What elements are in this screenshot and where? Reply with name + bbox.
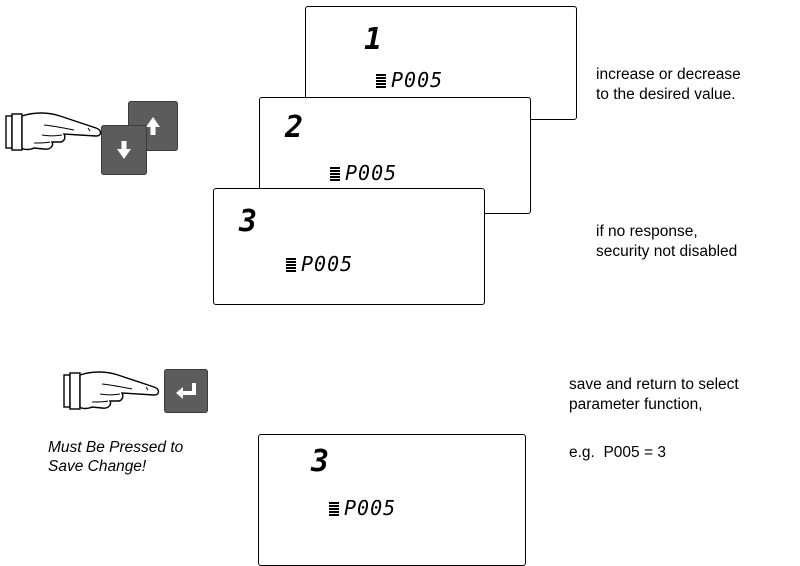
save-note-line1: save and return to select: [569, 376, 739, 393]
lcd-parameter: P005: [330, 162, 397, 184]
lcd-digit: 1: [364, 22, 383, 57]
save-note-line2: parameter function,: [569, 396, 703, 413]
lcd-display-result: 3 P005: [258, 434, 526, 566]
save-note: save and return to select parameter func…: [569, 375, 739, 415]
save-caption: Must Be Pressed to Save Change!: [48, 438, 183, 476]
security-note: if no response, security not disabled: [596, 222, 737, 262]
lcd-digit: 3: [311, 444, 330, 479]
segment-bars-icon: [329, 502, 339, 516]
lcd-digit: 2: [285, 110, 304, 145]
lcd-parameter: P005: [286, 253, 353, 275]
security-note-line1: if no response,: [596, 223, 698, 240]
enter-key[interactable]: [164, 369, 208, 413]
arrow-up-icon: [146, 117, 160, 135]
adjust-note-line1: increase or decrease: [596, 66, 741, 83]
adjust-note: increase or decrease to the desired valu…: [596, 65, 741, 105]
segment-bars-icon: [376, 74, 386, 88]
example-text: e.g. P005 = 3: [569, 444, 666, 461]
pointing-hand-icon: [4, 106, 108, 161]
security-note-line2: security not disabled: [596, 243, 738, 260]
lcd-param-label: P005: [344, 496, 397, 520]
adjust-note-line2: to the desired value.: [596, 86, 736, 103]
lcd-parameter: P005: [329, 497, 396, 519]
lcd-param-label: P005: [301, 252, 354, 276]
lcd-digit: 3: [239, 204, 258, 239]
lcd-param-label: P005: [345, 161, 398, 185]
lcd-parameter: P005: [376, 69, 443, 91]
caption-line2: Save Change!: [48, 458, 147, 475]
down-key[interactable]: [101, 125, 147, 175]
pointing-hand-icon: [62, 365, 166, 420]
segment-bars-icon: [330, 167, 340, 181]
caption-line1: Must Be Pressed to: [48, 439, 184, 456]
example-note: e.g. P005 = 3: [569, 443, 666, 463]
enter-return-icon: [176, 383, 196, 399]
lcd-display-3: 3 P005: [213, 188, 485, 305]
segment-bars-icon: [286, 258, 296, 272]
lcd-param-label: P005: [391, 68, 444, 92]
arrow-down-icon: [117, 141, 131, 159]
